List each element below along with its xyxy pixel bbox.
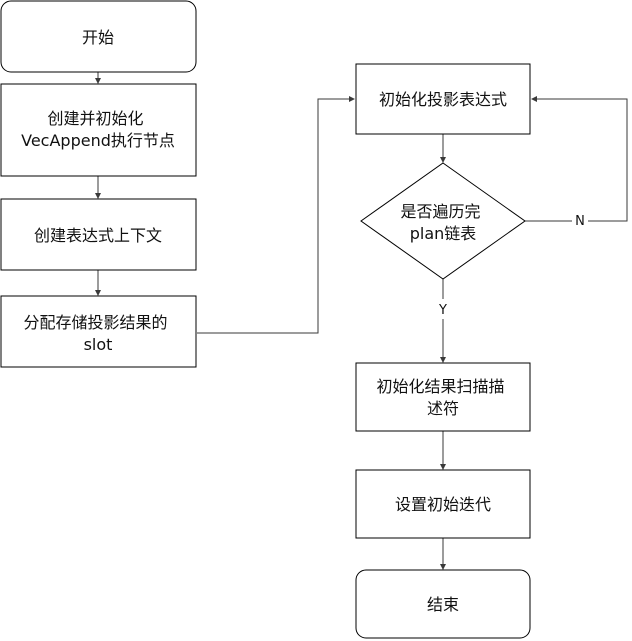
arrowhead-end [440,564,446,570]
init-projection-shape [355,63,531,135]
init-scan-label-line-1: 初始化结果扫描描 [376,377,504,396]
decision-label-line-2: plan链表 [410,224,477,243]
edge-label-no-backdrop [572,211,588,229]
end-label-line-1: 结束 [427,595,459,614]
edge-alloc-slot-to-init-projection [197,98,349,334]
edge-label-no: N [575,214,585,229]
alloc-slot-label-line-1: 分配存储投影结果的 [23,313,167,332]
edge-label-yes: Y [438,303,447,318]
set-iter-label-line-1: 设置初始迭代 [395,495,491,514]
start-label-line-1: 开始 [82,28,114,47]
create-context-label-line-1: 创建表达式上下文 [34,226,162,245]
init-scan-label-line-2: 述符 [427,399,459,418]
node-alloc-slot: 分配存储投影结果的 slot [0,295,197,368]
set-iter-shape [355,469,531,539]
create-node-label: 创建并初始化 VecAppend执行节点 [21,109,175,150]
init-projection-label: 初始化投影表达式 [379,90,507,109]
end-shape [355,569,531,639]
node-create-node: 创建并初始化 VecAppend执行节点 [0,83,197,177]
node-start: 开始 [0,0,197,73]
node-decision: 是否遍历完 plan链表 [360,162,526,280]
node-create-context: 创建表达式上下文 [0,198,197,271]
alloc-slot-label: 分配存储投影结果的 slot [23,313,172,354]
node-set-iter: 设置初始迭代 [355,469,531,539]
end-label: 结束 [427,595,459,614]
start-shape [0,0,197,73]
decision-label: 是否遍历完 plan链表 [400,202,485,243]
node-init-scan: 初始化结果扫描描 述符 [355,362,531,432]
edge-label-yes-backdrop [435,299,451,319]
init-scan-label: 初始化结果扫描描 述符 [376,377,509,418]
node-end: 结束 [355,569,531,639]
edge-decision-no-loop [525,98,628,222]
decision-label-line-1: 是否遍历完 [400,202,480,221]
alloc-slot-shape [0,295,197,368]
alloc-slot-label-line-2: slot [84,335,113,354]
arrowhead-set-iter [440,464,446,470]
arrowhead-create-context [95,193,101,199]
set-iter-label: 设置初始迭代 [395,495,491,514]
arrowhead-init-projection-right [531,96,537,102]
arrowhead-alloc-slot [95,290,101,296]
decision-shape [360,162,526,280]
node-init-projection: 初始化投影表达式 [355,63,531,135]
create-node-shape [0,83,197,177]
arrowhead-decision [440,157,446,163]
arrowhead-create-node [95,78,101,84]
create-context-label: 创建表达式上下文 [34,226,162,245]
create-node-label-line-1: 创建并初始化 [47,109,143,128]
create-node-label-line-2: VecAppend执行节点 [21,131,175,150]
init-projection-label-line-1: 初始化投影表达式 [379,90,507,109]
edge-labels: N Y [435,211,588,319]
create-context-shape [0,198,197,271]
arrowhead-init-scan [440,357,446,363]
arrowhead-init-projection-left [349,96,355,102]
init-scan-shape [355,362,531,432]
start-label: 开始 [82,28,114,47]
